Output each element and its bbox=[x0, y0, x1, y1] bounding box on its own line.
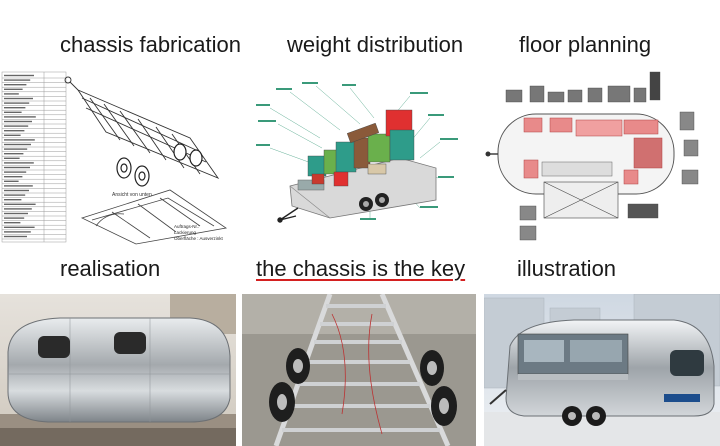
chassis-wheels bbox=[269, 348, 457, 426]
table-row-text bbox=[4, 93, 19, 95]
table-row-text bbox=[4, 107, 26, 109]
svg-text:Oberfläche : Ausverzinkt: Oberfläche : Ausverzinkt bbox=[174, 236, 224, 241]
table-row-text bbox=[4, 97, 33, 100]
caption-chassis-is-the-key: the chassis is the key bbox=[256, 256, 466, 281]
window-opening bbox=[543, 181, 619, 219]
table-row-text bbox=[4, 208, 32, 210]
equipment-icons-bottom bbox=[519, 203, 659, 241]
table-row-text bbox=[4, 79, 31, 81]
view-label: Ansicht von unten bbox=[112, 192, 152, 198]
table-row-text bbox=[4, 212, 28, 215]
weight-distribution-render bbox=[250, 68, 472, 246]
table-row-text bbox=[4, 189, 29, 192]
table-row-text bbox=[4, 162, 34, 164]
chassis-photo bbox=[242, 294, 476, 446]
illustration-render bbox=[484, 294, 720, 446]
frame-crossmembers bbox=[282, 304, 440, 432]
table-row-text bbox=[4, 157, 20, 159]
trailer-wheels bbox=[359, 193, 389, 211]
floor-plan-svg bbox=[484, 66, 720, 246]
weight-blocks bbox=[307, 109, 415, 187]
table-row-text bbox=[4, 153, 24, 155]
food-trailer bbox=[489, 319, 715, 417]
illustration-svg bbox=[484, 294, 720, 446]
table-row-text bbox=[4, 176, 23, 178]
table-row-text bbox=[4, 203, 36, 205]
chassis-frame-bottom bbox=[80, 189, 228, 245]
caption-floor-planning: floor planning bbox=[519, 32, 652, 57]
table-row-text bbox=[4, 194, 26, 196]
equipment-icons-top bbox=[505, 71, 661, 103]
table-row-text bbox=[4, 231, 31, 233]
table-row-text bbox=[4, 185, 33, 187]
table-row-text bbox=[4, 134, 21, 136]
table-row-text bbox=[4, 116, 36, 118]
floor-zones bbox=[523, 117, 663, 185]
table-row-text bbox=[4, 130, 25, 132]
table-row-text bbox=[4, 88, 23, 90]
weight-distribution-svg bbox=[250, 68, 472, 246]
parts-list-table bbox=[1, 71, 67, 243]
equipment-icons-right bbox=[679, 111, 699, 185]
caption-weight-distribution: weight distribution bbox=[287, 32, 464, 57]
callout-labels bbox=[256, 82, 458, 220]
table-row-text bbox=[4, 226, 35, 228]
table-row-text bbox=[4, 143, 31, 146]
table-row-text bbox=[4, 148, 28, 150]
wheel-set bbox=[116, 143, 203, 187]
table-row-text bbox=[4, 171, 27, 173]
table-row-text bbox=[4, 111, 22, 113]
realisation-svg bbox=[0, 294, 236, 446]
caption-illustration: illustration bbox=[517, 256, 617, 281]
trailer-wheels-illustration bbox=[562, 406, 606, 426]
shell-windows bbox=[38, 332, 146, 358]
realisation-photo bbox=[0, 294, 236, 446]
table-row-text bbox=[4, 74, 34, 77]
table-row-text bbox=[4, 125, 29, 127]
table-row-text bbox=[4, 102, 30, 104]
table-row-text bbox=[4, 217, 25, 219]
table-row-text bbox=[4, 84, 27, 86]
title-stamp: Auftrags-Nr.: Lackierung Oberfläche : Au… bbox=[174, 224, 224, 241]
svg-text:Lackierung: Lackierung bbox=[174, 230, 197, 235]
table-row-text bbox=[4, 180, 19, 182]
svg-text:Auftrags-Nr.:: Auftrags-Nr.: bbox=[174, 224, 199, 229]
caption-realisation: realisation bbox=[60, 256, 161, 281]
wiring bbox=[331, 313, 383, 435]
chassis-fabrication-drawing: Ansicht von unten Auftrags-Nr.: Lackieru… bbox=[0, 68, 238, 246]
table-row-text bbox=[4, 235, 27, 238]
table-row-text bbox=[4, 120, 32, 123]
caption-chassis-fabrication: chassis fabrication bbox=[60, 32, 241, 57]
table-row-text bbox=[4, 166, 30, 169]
tow-bar bbox=[277, 207, 299, 223]
chassis-drawing-svg: Ansicht von unten Auftrags-Nr.: Lackieru… bbox=[0, 68, 238, 246]
floor-plan-drawing bbox=[484, 66, 720, 246]
table-row-text bbox=[4, 139, 35, 141]
chassis-photo-svg bbox=[242, 294, 476, 446]
table-row-text bbox=[4, 199, 22, 201]
table-row-text bbox=[4, 222, 21, 224]
